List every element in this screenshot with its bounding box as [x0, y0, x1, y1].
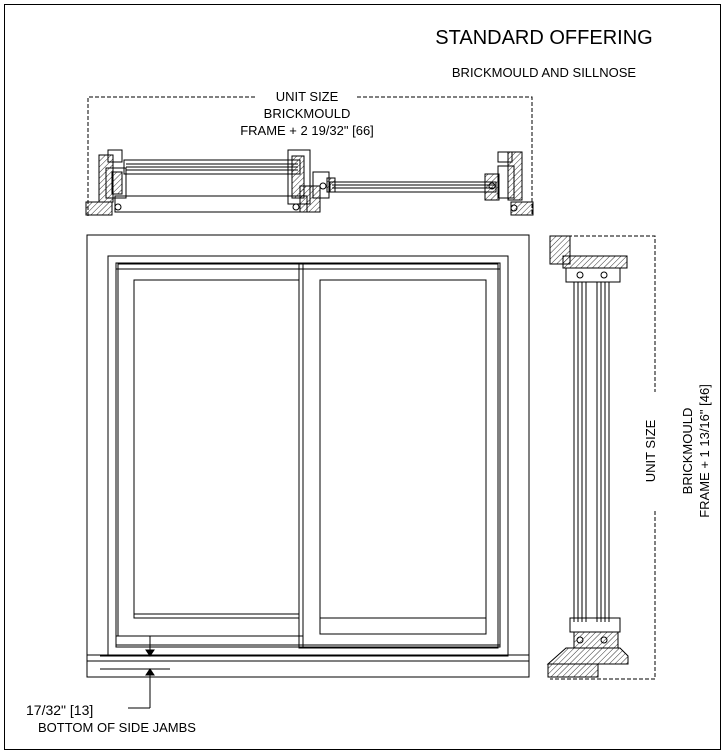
page-title: STANDARD OFFERING	[435, 27, 652, 49]
side-section-detail	[546, 235, 656, 680]
window-frame	[107, 255, 509, 657]
right-sash	[298, 263, 499, 649]
left-sash	[117, 263, 304, 637]
sillnose	[86, 654, 530, 678]
side-unit-size-dimension	[550, 235, 656, 680]
top-unit-size-dimension	[87, 96, 533, 216]
sheet-border	[4, 4, 721, 750]
top-brickmould-label: BRICKMOULD	[264, 106, 351, 121]
bottom-dimension-value: 17/32" [13]	[26, 702, 93, 718]
page-subtitle: BRICKMOULD AND SILLNOSE	[452, 65, 637, 80]
side-frame-dimension-label: FRAME + 1 13/16" [46]	[697, 384, 712, 518]
top-unit-size-label: UNIT SIZE	[276, 89, 339, 104]
top-frame-dimension-label: FRAME + 2 19/32" [66]	[240, 123, 374, 138]
bottom-dimension	[100, 636, 170, 709]
side-unit-size-label: UNIT SIZE	[643, 419, 658, 482]
front-elevation	[86, 234, 530, 678]
bottom-dimension-label: BOTTOM OF SIDE JAMBS	[38, 720, 196, 735]
top-section-detail	[85, 96, 534, 216]
side-brickmould-label: BRICKMOULD	[680, 408, 695, 495]
brickmould-outline	[86, 234, 530, 678]
